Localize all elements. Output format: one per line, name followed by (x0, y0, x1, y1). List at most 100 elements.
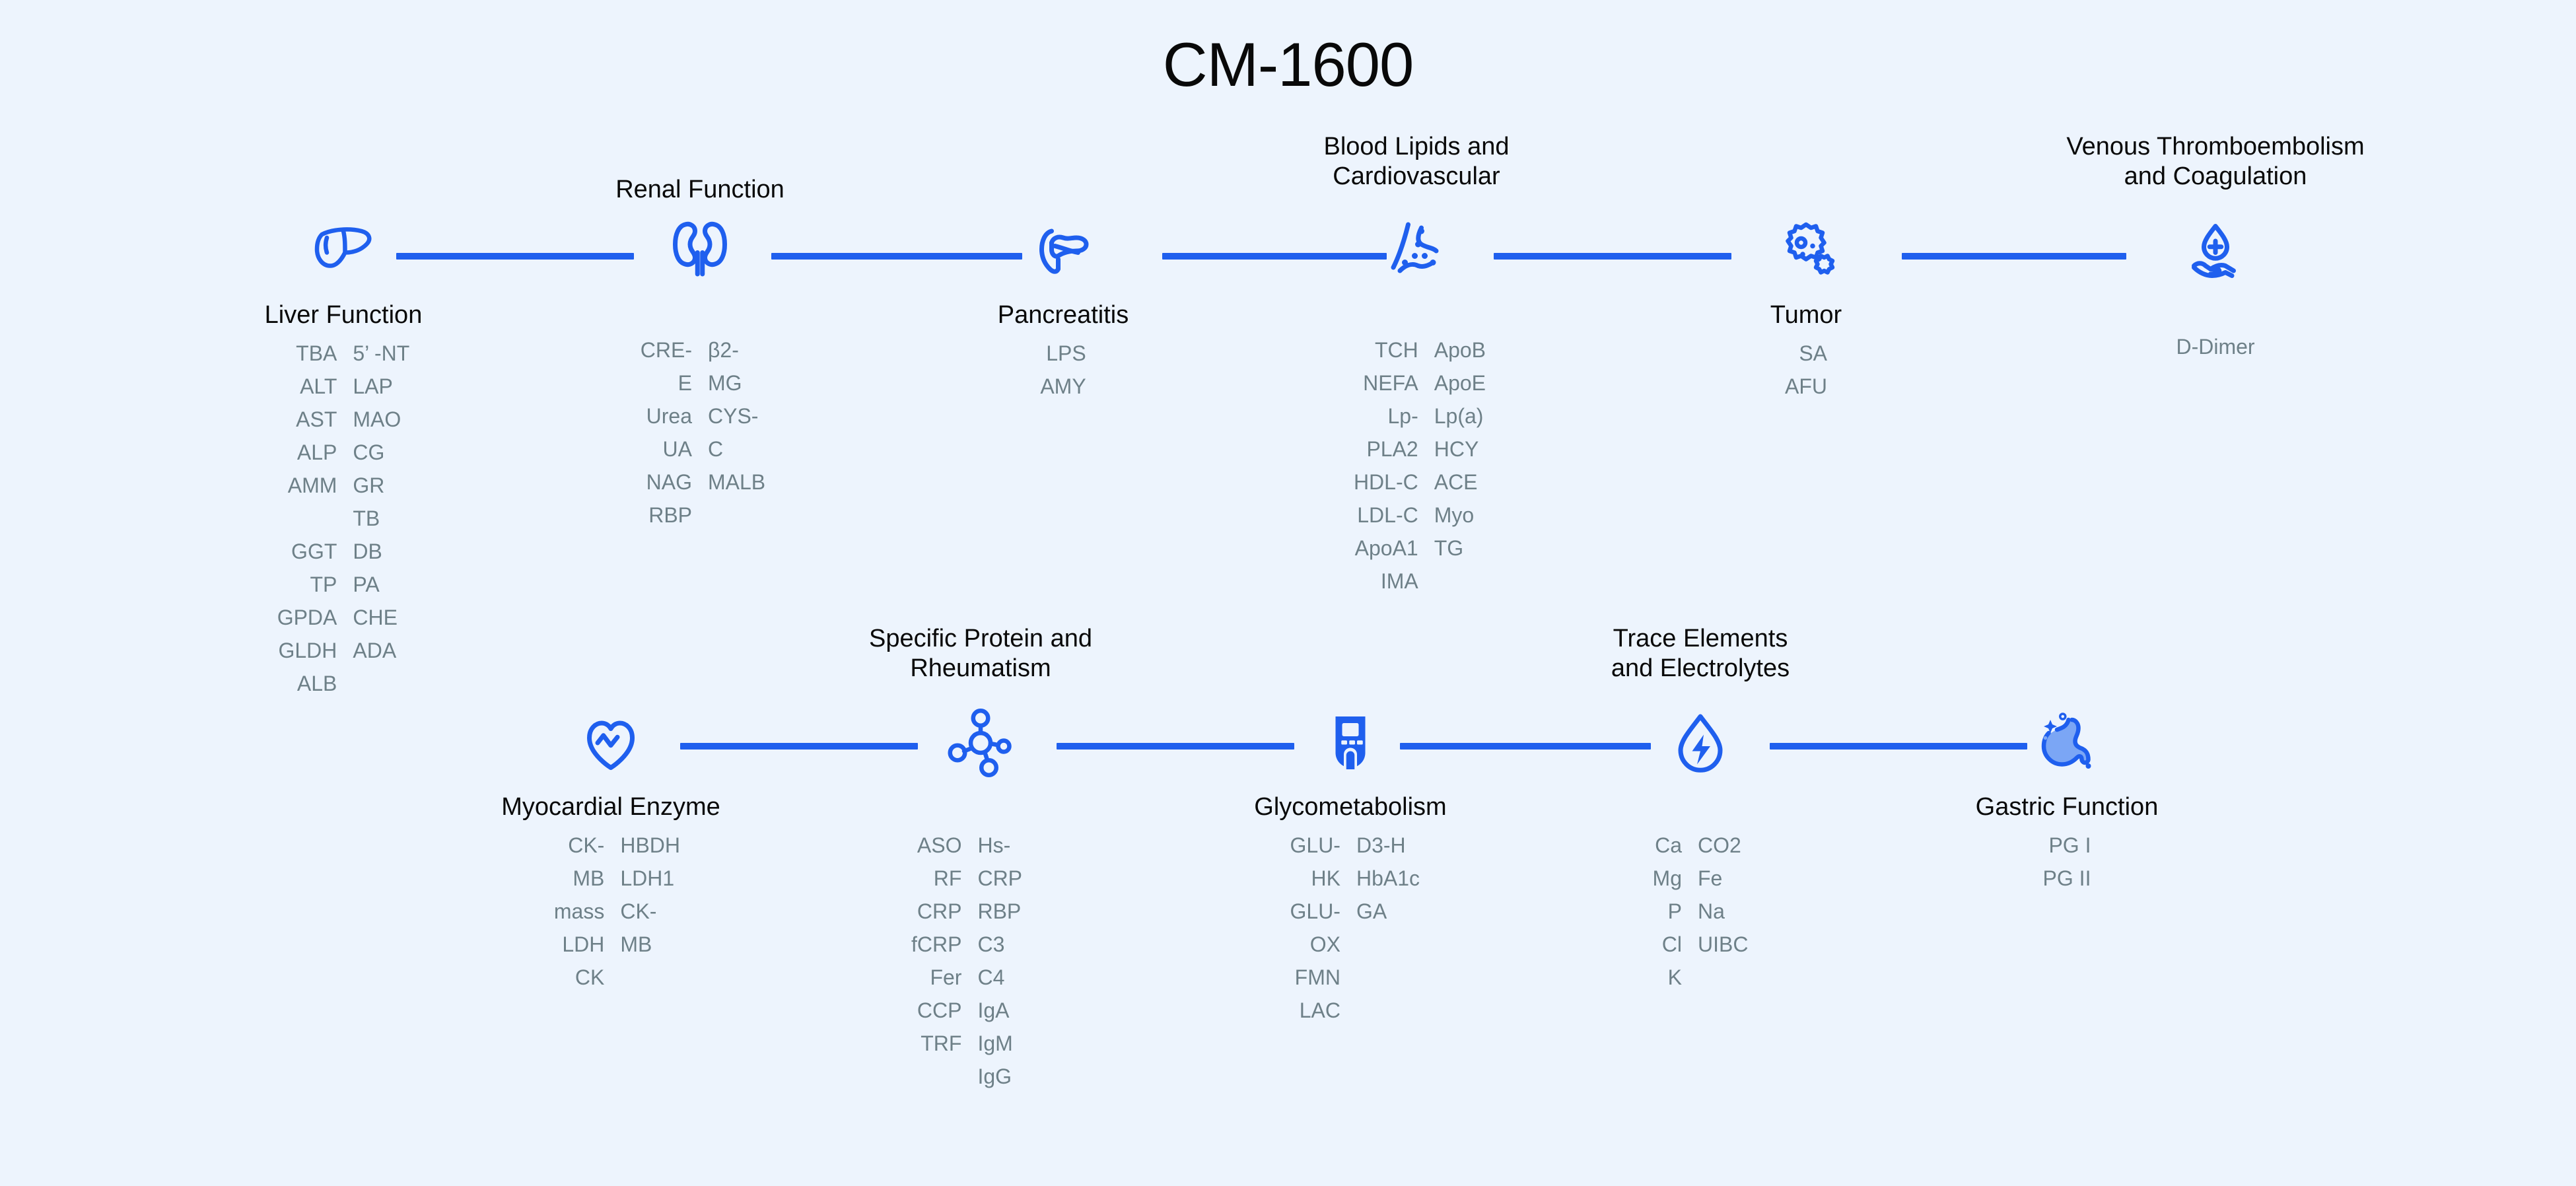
item-list-renal-function: CRE-E Urea UA NAG RBP β2-MG CYS-C MALB (631, 333, 769, 532)
list-item: ApoA1 (1354, 536, 1418, 560)
list-item: GLU-HK (1290, 833, 1340, 890)
section-title-tumor: Tumor (1770, 301, 1842, 329)
list-item: Myo (1434, 503, 1475, 527)
list-item: CK (574, 965, 605, 989)
section-title-gastric-function: Gastric Function (1975, 793, 2159, 821)
liver-icon (304, 211, 383, 291)
list-item: MAO (353, 407, 401, 431)
list-item: RF (933, 866, 962, 890)
list-item: PA (353, 573, 380, 596)
list-item: AST (296, 407, 337, 431)
list-item: TG (1434, 536, 1464, 560)
list-item: ApoE (1434, 371, 1486, 395)
item-list-gastric-function: PG I PG II (2043, 829, 2091, 895)
list-item: Urea (646, 404, 692, 428)
section-title-trace-elements-and-electrolytes: Trace Elements and Electrolytes (1611, 625, 1790, 682)
stomach-icon (2027, 703, 2106, 783)
page-title: CM-1600 (1162, 30, 1414, 99)
connector-glyco-trace (1400, 743, 1651, 750)
list-item: Fe (1698, 866, 1723, 890)
connector-myocardial-protein (680, 743, 918, 750)
connector-tumor-vte (1902, 253, 2126, 260)
list-item: AFU (1785, 374, 1827, 398)
item-list-myocardial-enzyme: CK-MB mass LDH CK HBDH LDH1 CK-MB (541, 829, 680, 994)
list-item: D3-H (1356, 833, 1406, 857)
list-item: CO2 (1698, 833, 1741, 857)
list-item: fCRP (911, 932, 962, 956)
section-title-pancreatitis: Pancreatitis (997, 301, 1129, 329)
kidneys-icon (660, 211, 740, 291)
list-item: RBP (977, 899, 1022, 923)
list-item: CK-MB mass (553, 833, 605, 923)
list-item: GA (1356, 899, 1387, 923)
list-item: Na (1698, 899, 1725, 923)
list-item: LAP (353, 374, 393, 398)
list-item: GGT (291, 540, 337, 563)
list-item: ALT (300, 374, 337, 398)
list-item: GLU-OX (1290, 899, 1340, 956)
list-item: GPDA (277, 606, 337, 629)
list-item: TCH (1374, 338, 1418, 362)
artery-icon (1377, 211, 1456, 291)
list-item: 5’ -NT (353, 341, 410, 365)
list-item: TB (353, 506, 380, 530)
item-list-liver-function: TBA ALT AST ALP AMM GGT TP GPDA GLDH ALB… (277, 337, 410, 700)
item-list-glycometabolism: GLU-HK GLU-OX FMN LAC D3-H HbA1c GA (1281, 829, 1420, 1027)
tumor-cell-icon (1766, 211, 1846, 291)
list-item: K (1667, 965, 1682, 989)
list-item: ASO (917, 833, 962, 857)
list-item: P (1667, 899, 1682, 923)
list-item: ADA (353, 639, 397, 662)
list-item: LDH (562, 932, 605, 956)
list-item: LAC (1299, 998, 1340, 1022)
item-list-venous-thromboembolism-and-coagulation: D-Dimer (2176, 330, 2254, 363)
list-item: Fer (930, 965, 962, 989)
droplet-bolt-icon (1661, 703, 1740, 783)
list-item: UIBC (1698, 932, 1749, 956)
list-item: CK-MB (620, 899, 657, 956)
list-item: ApoB (1434, 338, 1486, 362)
list-item: TP (310, 573, 337, 596)
list-item: DB (353, 540, 382, 563)
list-item: TBA (296, 341, 337, 365)
list-item: CRP (917, 899, 962, 923)
item-list-tumor: SA AFU (1785, 337, 1827, 403)
list-item: MALB (708, 470, 766, 494)
list-item: Ca (1655, 833, 1682, 857)
section-title-blood-lipids-and-cardiovascular: Blood Lipids and Cardiovascular (1323, 133, 1510, 190)
list-item: C3 (977, 932, 1005, 956)
list-item: HBDH (620, 833, 680, 857)
list-item: LDH1 (620, 866, 675, 890)
list-item: IgM (977, 1031, 1013, 1055)
list-item: UA (662, 437, 692, 461)
list-item: ALP (296, 440, 337, 464)
connector-trace-gastric (1770, 743, 2027, 750)
list-item: C4 (977, 965, 1005, 989)
list-item: RBP (648, 503, 692, 527)
connector-protein-glyco (1057, 743, 1294, 750)
list-item: HCY (1434, 437, 1479, 461)
list-item: ALB (296, 672, 337, 695)
item-list-specific-protein-and-rheumatism: ASO RF CRP fCRP Fer CCP TRF Hs-CRP RBP C… (911, 829, 1050, 1093)
list-item: IgA (977, 998, 1010, 1022)
section-title-renal-function: Renal Function (615, 176, 784, 203)
list-item: Lp-PLA2 (1366, 404, 1418, 461)
list-item: IMA (1380, 569, 1418, 593)
list-item: SA (1799, 341, 1827, 365)
list-item: LPS (1046, 341, 1086, 365)
list-item: CG (353, 440, 385, 464)
list-item: Cl (1661, 932, 1682, 956)
list-item: Mg (1652, 866, 1682, 890)
connector-renal-pancreatitis (771, 253, 1022, 260)
list-item: LDL-C (1357, 503, 1418, 527)
blood-drop-hand-icon (2176, 211, 2255, 291)
item-list-blood-lipids-and-cardiovascular: TCH NEFA Lp-PLA2 HDL-C LDL-C ApoA1 IMA A… (1347, 333, 1486, 598)
list-item: AMM (287, 473, 337, 497)
glucometer-icon (1311, 703, 1390, 783)
list-item: FMN (1294, 965, 1340, 989)
list-item: CCP (917, 998, 962, 1022)
list-item: ACE (1434, 470, 1478, 494)
connector-liver-renal (396, 253, 634, 260)
list-item: HbA1c (1356, 866, 1420, 890)
item-list-trace-elements-and-electrolytes: Ca Mg P Cl K CO2 Fe Na UIBC (1653, 829, 1749, 994)
